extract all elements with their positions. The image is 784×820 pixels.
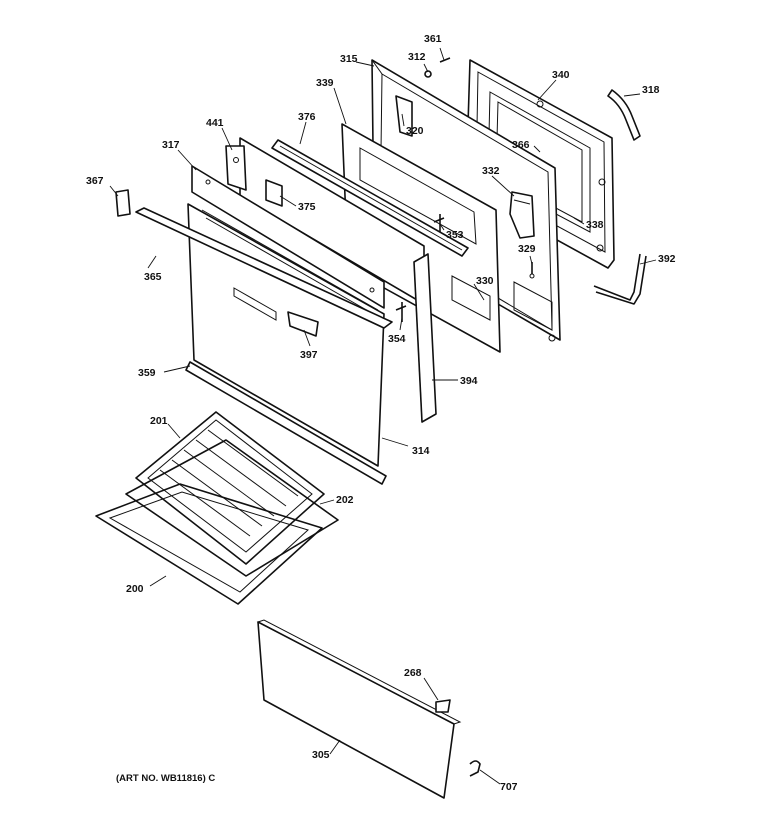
callout-354: 354: [388, 333, 406, 345]
leader-lines: [109, 47, 657, 785]
screw-354: [395, 302, 407, 322]
gasket-cord-392: [593, 253, 647, 305]
callout-353: 353: [446, 229, 464, 241]
callout-338: 338: [586, 219, 604, 231]
callout-332: 332: [482, 165, 500, 177]
screw-353: [433, 214, 445, 232]
broiler-pan-202: [125, 439, 339, 577]
art-number: (ART NO. WB11816) C: [116, 773, 215, 784]
callout-318: 318: [642, 84, 660, 96]
clip-375: [265, 179, 283, 207]
broiler-grid-201: [135, 411, 325, 565]
callout-366: 366: [512, 139, 530, 151]
callout-375: 375: [298, 201, 316, 213]
callout-329: 329: [518, 243, 536, 255]
clip-367: [115, 189, 131, 217]
callout-312: 312: [408, 51, 426, 63]
callout-202: 202: [336, 494, 354, 506]
callout-441: 441: [206, 117, 224, 129]
callout-392: 392: [658, 253, 676, 265]
callout-314: 314: [412, 445, 430, 457]
callout-707: 707: [500, 781, 518, 793]
callout-397: 397: [300, 349, 318, 361]
callout-268: 268: [404, 667, 422, 679]
callout-394: 394: [460, 375, 478, 387]
outer-door-317: [187, 165, 385, 467]
hook-707: [469, 760, 481, 777]
bottom-trim-359: [185, 361, 387, 485]
bracket-268: [435, 699, 451, 713]
callout-367: 367: [86, 175, 104, 187]
gasket-318: [607, 89, 641, 141]
drawer-panel-305: [256, 619, 462, 799]
callout-376: 376: [298, 111, 316, 123]
callout-361: 361: [424, 33, 442, 45]
callout-315: 315: [340, 53, 358, 65]
callout-359: 359: [138, 367, 156, 379]
callout-340: 340: [552, 69, 570, 81]
callout-200: 200: [126, 583, 144, 595]
callout-365: 365: [144, 271, 162, 283]
screw-361: [439, 57, 451, 63]
bracket-320: [395, 95, 413, 137]
callout-201: 201: [150, 415, 168, 427]
side-trim-394: [413, 253, 437, 423]
callout-330: 330: [476, 275, 494, 287]
callout-339: 339: [316, 77, 334, 89]
hinge-bracket-332: [509, 191, 535, 239]
vent-rail-376: [271, 139, 469, 257]
callout-317: 317: [162, 139, 180, 151]
oven-rack-200: [95, 483, 323, 605]
callout-320: 320: [406, 125, 424, 137]
tab-397: [287, 311, 319, 337]
handle-365: [135, 207, 393, 329]
callout-305: 305: [312, 749, 330, 761]
